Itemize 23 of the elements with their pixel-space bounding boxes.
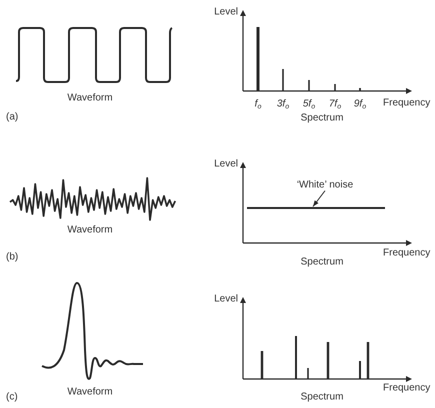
- leader-arrow: [312, 190, 326, 207]
- axis-label: Level: [214, 158, 238, 170]
- panel-label: (c): [6, 391, 18, 403]
- plot-caption: Spectrum: [300, 391, 344, 403]
- axis-label: Frequency: [383, 382, 430, 394]
- plot-caption: Spectrum: [300, 112, 344, 124]
- plot-caption: Waveform: [67, 386, 113, 398]
- axis-label: Frequency: [383, 97, 430, 109]
- tick-label: 9f$_{o}$: [354, 98, 366, 110]
- axis-label: Level: [214, 293, 238, 305]
- plot-caption: Waveform: [67, 224, 113, 236]
- noise-level-line: [247, 207, 385, 209]
- panel-label: (b): [6, 251, 18, 263]
- axis-label: Level: [214, 6, 238, 18]
- panel-label: (a): [6, 111, 18, 123]
- annotation-label: ‘White’ noise: [296, 179, 354, 191]
- tick-label: 3f$_{o}$: [276, 98, 290, 110]
- tick-label: f$_{o}$: [254, 98, 262, 110]
- plot-caption: Waveform: [67, 92, 113, 104]
- tick-label: 5f$_{o}$: [302, 98, 316, 110]
- axis-label: Frequency: [383, 247, 430, 259]
- tick-label: 7f$_{o}$: [328, 98, 342, 110]
- plot-caption: Spectrum: [300, 256, 344, 268]
